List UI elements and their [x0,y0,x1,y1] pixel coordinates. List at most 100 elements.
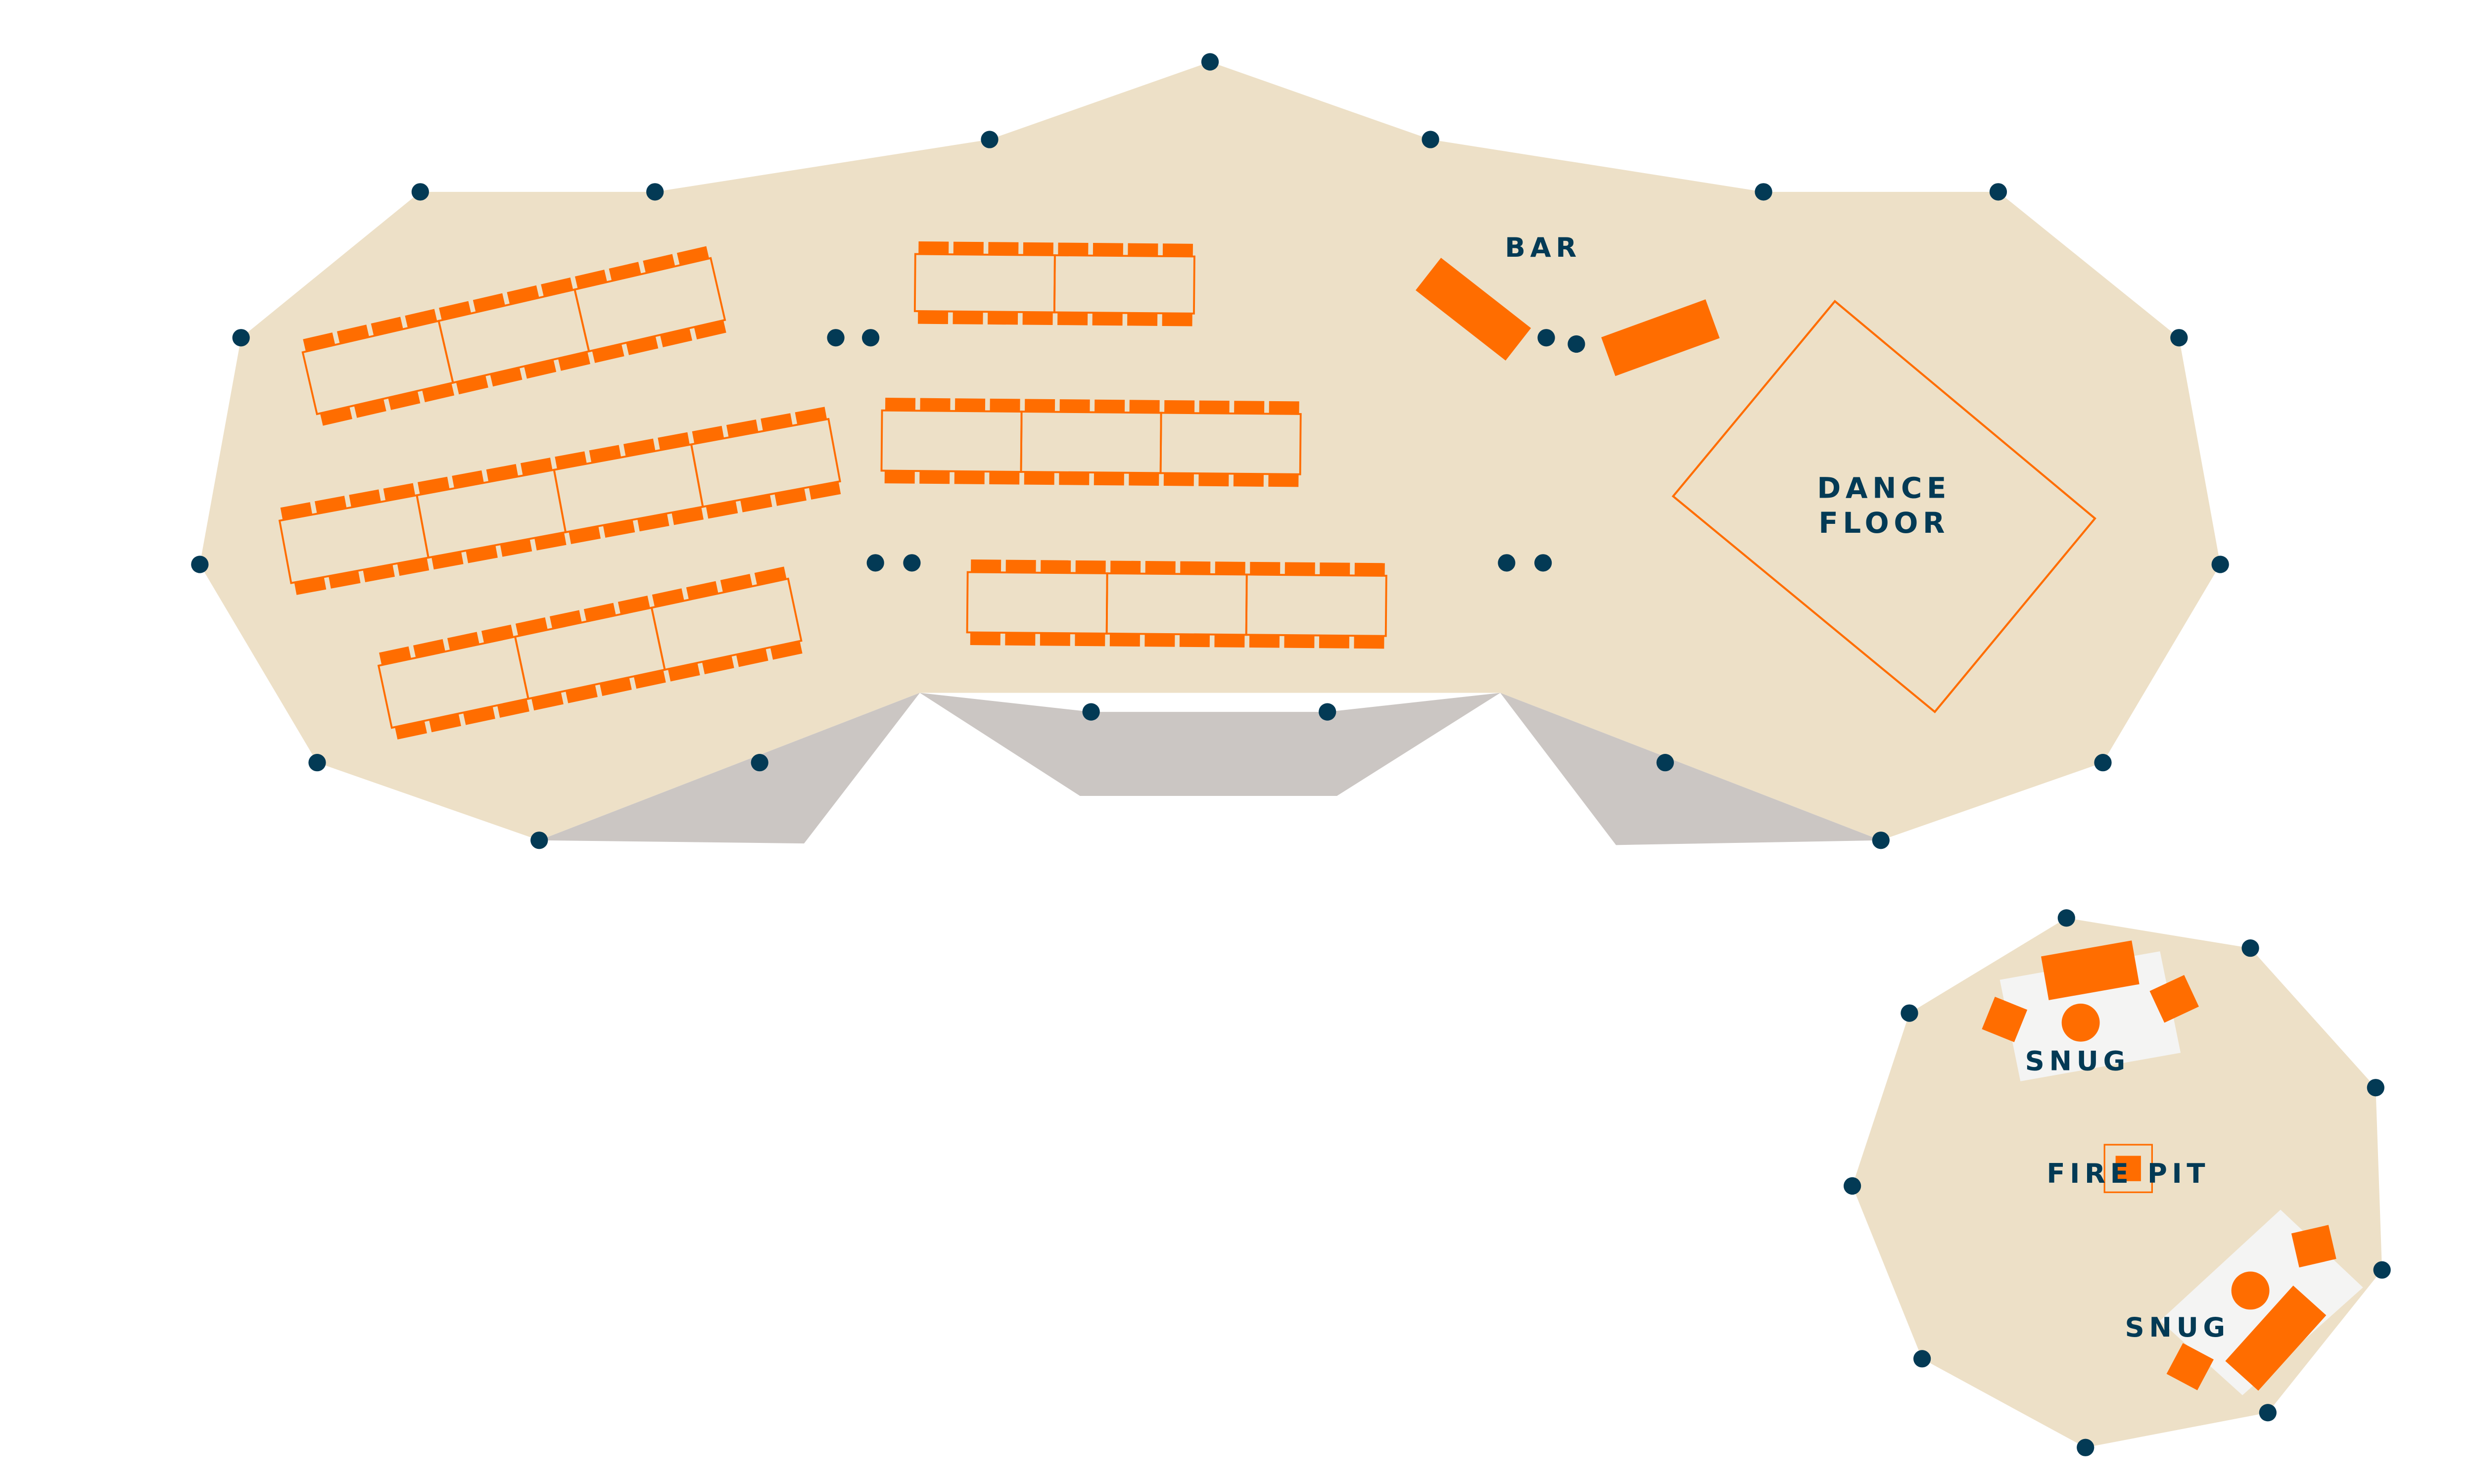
chair [726,419,759,438]
tent-pole [1989,183,2007,201]
banquet-table-1 [301,246,726,426]
chair [515,617,548,636]
banquet-table-6 [966,559,1387,649]
chair [643,254,675,274]
chair [885,398,916,411]
tent-pole [903,554,921,572]
chair [1005,559,1036,573]
banquet-tables [278,241,1387,740]
chair [637,513,669,532]
chair [1319,635,1350,649]
dance-floor-label-line1: DANCE [1817,471,1951,505]
sofa [2225,1285,2327,1391]
chair [609,262,641,281]
chair [388,391,421,410]
chair [497,699,529,718]
chair [623,438,656,457]
chair [1059,472,1090,485]
tent-poles [191,53,2391,1456]
fire-pit-label: FIRE PIT [2046,1158,2210,1189]
chair [521,458,553,476]
tent-pole [2170,329,2188,347]
chair [383,483,416,501]
chair [1025,399,1055,412]
chair [1128,243,1158,256]
chair [280,502,313,520]
chair [1023,242,1053,255]
fire-pit-outline [2103,1144,2153,1193]
tent-pole [827,329,845,347]
chair [626,336,659,355]
chair [667,662,700,682]
tent-pole [1656,754,1674,772]
tent-pole [646,183,664,201]
chair [439,301,472,321]
chair [1162,313,1192,326]
chair [1059,399,1090,413]
tent-pole [308,754,326,772]
chair [1058,242,1089,256]
chair [1005,633,1036,646]
chair [524,359,557,379]
chair [565,684,598,703]
chair [555,451,587,469]
chair [919,471,950,484]
armchair [2166,1343,2214,1391]
chair [418,476,450,495]
chair [466,545,498,563]
tent-pole [530,832,548,849]
chair [1094,472,1124,486]
chair [397,557,429,576]
chair [1127,313,1158,326]
chair [1041,560,1071,573]
chair [549,610,582,629]
table-segment [650,577,803,671]
chair [1109,633,1140,647]
chair [447,632,479,651]
chair [1250,561,1281,575]
chair [395,721,427,740]
chair [1284,635,1315,649]
chair [990,398,1020,412]
chair [592,344,624,363]
chair [1024,471,1054,485]
armchair [2149,975,2199,1023]
chair [884,470,915,484]
tent-pole [1534,554,1552,572]
chair [456,375,488,395]
table-segment [1159,412,1302,475]
chair [658,432,690,451]
chair [702,655,734,674]
snug-top [1982,940,2199,1081]
chair [349,489,381,508]
chair [315,496,347,514]
chair [329,570,361,589]
chair [692,425,724,444]
chair [1285,562,1315,575]
tent-pole [2077,1438,2094,1456]
chair [970,632,1000,646]
tent-pole [751,754,768,772]
chair [371,317,403,336]
chair [422,383,455,403]
tent-pole [981,131,999,148]
coffee-table [2231,1271,2270,1310]
tent-pole [411,183,429,201]
chair [1075,633,1105,647]
chair [1354,636,1384,649]
entrance-canopy-3 [1500,693,1881,845]
chair [971,559,1001,573]
chair [671,507,704,525]
tent-pole [861,329,880,347]
chair [989,471,1020,485]
tent-pole [1498,554,1516,572]
chair [1179,634,1210,648]
table-segment [690,417,841,508]
chair [452,470,484,489]
tent-pole [1843,1177,1861,1195]
chair [1249,635,1280,648]
chair [463,706,495,725]
chair [618,596,650,614]
chair [500,539,532,557]
